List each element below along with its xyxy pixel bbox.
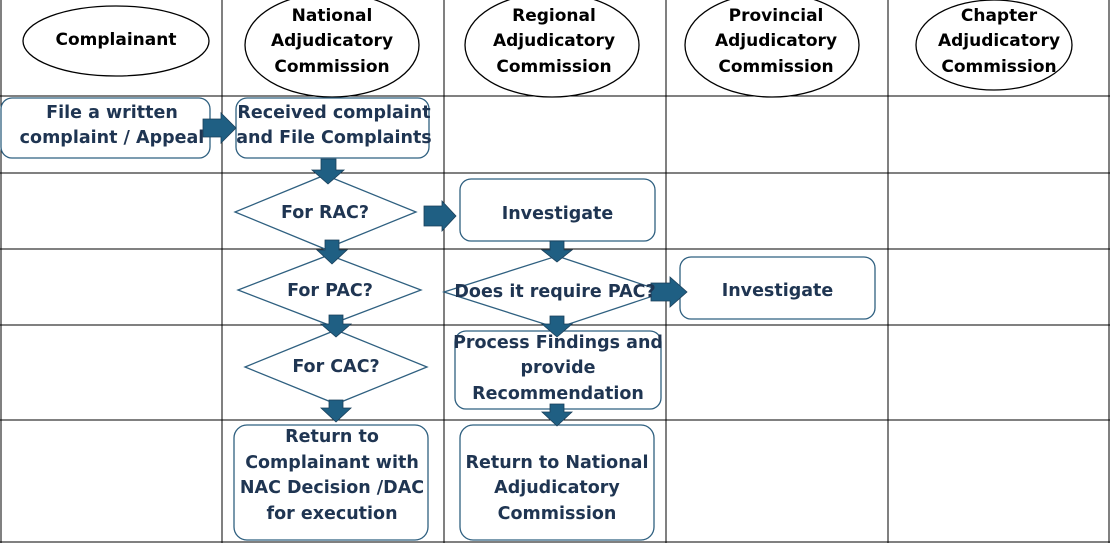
arrow-investigate-to-require [540, 240, 574, 263]
header-ellipse-rac [464, 0, 640, 98]
header-ellipse-nac [244, 0, 420, 98]
box-pac-investigate [679, 256, 876, 320]
header-ellipse-complainant [22, 5, 210, 77]
arrow-rac-to-pac [315, 239, 349, 265]
diamond-for-rac [233, 174, 418, 250]
diamond-for-pac [236, 254, 423, 326]
arrow-require-to-process [540, 315, 574, 338]
box-file-complaint [0, 97, 211, 159]
arrow-cac-to-return [319, 399, 353, 423]
arrow-rac-to-investigate [423, 199, 457, 233]
diamond-for-cac [243, 329, 429, 405]
arrow-pac-to-cac [319, 314, 353, 338]
header-ellipse-cac [915, 0, 1073, 91]
arrow-process-to-return [540, 403, 574, 427]
arrow-received-to-rac [310, 158, 346, 185]
box-rac-investigate [459, 178, 656, 242]
box-return-nac [459, 424, 655, 541]
box-return-complainant [233, 424, 429, 541]
arrow-file-to-received [202, 112, 237, 144]
arrow-require-to-pac-investigate [650, 276, 688, 308]
header-ellipse-pac [684, 0, 860, 98]
box-received-complaint [235, 97, 430, 159]
box-process-findings [454, 330, 662, 410]
